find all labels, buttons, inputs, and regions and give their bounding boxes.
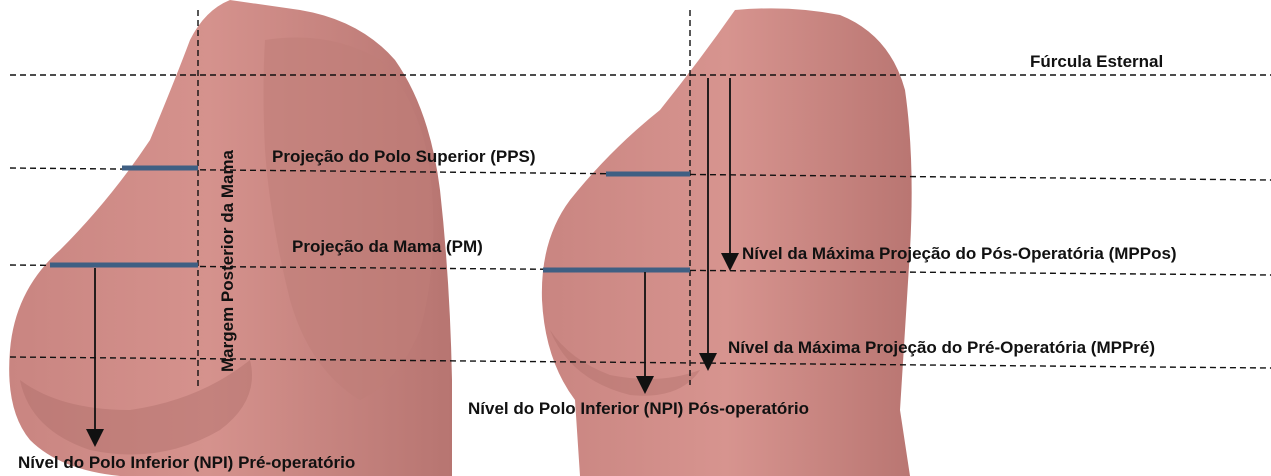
furcula-label: Fúrcula Esternal <box>1030 52 1163 71</box>
npi-pos-label: Nível do Polo Inferior (NPI) Pós-operató… <box>468 399 809 418</box>
pps-label: Projeção do Polo Superior (PPS) <box>272 147 536 166</box>
mppos-label: Nível da Máxima Projeção do Pós-Operatór… <box>742 244 1177 263</box>
pm-label: Projeção da Mama (PM) <box>292 237 483 256</box>
mppre-label: Nível da Máxima Projeção do Pré-Operatór… <box>728 338 1155 357</box>
margem-label: Margem Posterior da Mama <box>218 149 237 372</box>
npi-pre-label: Nível do Polo Inferior (NPI) Pré-operató… <box>18 453 355 472</box>
